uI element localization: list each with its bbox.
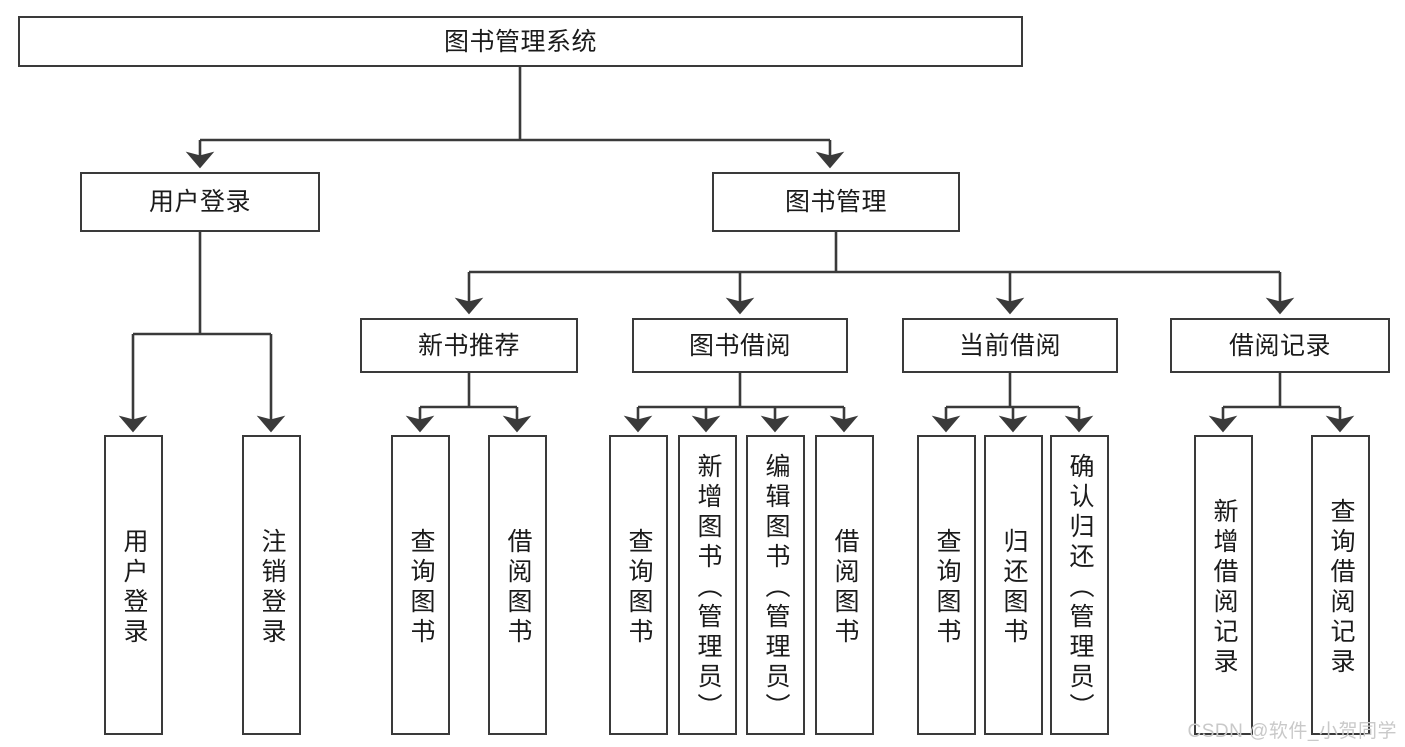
node-label: 确认归还（管理员） bbox=[1066, 453, 1094, 723]
node-book-borrow[interactable]: 图书借阅 bbox=[632, 318, 848, 373]
leaf-current-borrow-query[interactable]: 查询图书 bbox=[917, 435, 976, 735]
leaf-book-borrow-edit[interactable]: 编辑图书（管理员） bbox=[746, 435, 805, 735]
watermark: CSDN @软件_小贺同学 bbox=[1187, 721, 1397, 742]
node-label: 用户登录 bbox=[120, 528, 148, 648]
node-label: 编辑图书（管理员） bbox=[762, 453, 790, 723]
leaf-user-login-login[interactable]: 用户登录 bbox=[104, 435, 163, 735]
node-label: 借阅图书 bbox=[504, 528, 532, 648]
node-label: 用户登录 bbox=[148, 188, 251, 216]
node-label: 图书管理 bbox=[784, 188, 887, 216]
node-label: 查询借阅记录 bbox=[1327, 498, 1355, 678]
leaf-user-login-logout[interactable]: 注销登录 bbox=[242, 435, 301, 735]
node-label: 图书借阅 bbox=[688, 331, 791, 360]
node-label: 新增图书（管理员） bbox=[694, 453, 722, 723]
node-label: 查询图书 bbox=[407, 528, 435, 648]
leaf-book-borrow-query[interactable]: 查询图书 bbox=[609, 435, 668, 735]
node-label: 查询图书 bbox=[625, 528, 653, 648]
node-user-login[interactable]: 用户登录 bbox=[80, 172, 320, 232]
node-root-system[interactable]: 图书管理系统 bbox=[18, 16, 1023, 67]
leaf-current-borrow-return[interactable]: 归还图书 bbox=[984, 435, 1043, 735]
node-label: 新书推荐 bbox=[417, 331, 520, 360]
node-label: 当前借阅 bbox=[958, 331, 1061, 360]
leaf-borrow-record-query[interactable]: 查询借阅记录 bbox=[1311, 435, 1370, 735]
leaf-book-borrow-borrow[interactable]: 借阅图书 bbox=[815, 435, 874, 735]
node-label: 查询图书 bbox=[933, 528, 961, 648]
leaf-borrow-record-add[interactable]: 新增借阅记录 bbox=[1194, 435, 1253, 735]
leaf-current-borrow-confirm-return[interactable]: 确认归还（管理员） bbox=[1050, 435, 1109, 735]
node-label: 借阅图书 bbox=[831, 528, 859, 648]
node-label: 归还图书 bbox=[1000, 528, 1028, 648]
node-label: 新增借阅记录 bbox=[1210, 498, 1238, 678]
leaf-book-borrow-add[interactable]: 新增图书（管理员） bbox=[678, 435, 737, 735]
node-label: 借阅记录 bbox=[1228, 331, 1331, 360]
leaf-new-book-query[interactable]: 查询图书 bbox=[391, 435, 450, 735]
node-label: 图书管理系统 bbox=[443, 27, 597, 56]
node-borrow-record[interactable]: 借阅记录 bbox=[1170, 318, 1390, 373]
leaf-new-book-borrow[interactable]: 借阅图书 bbox=[488, 435, 547, 735]
node-label: 注销登录 bbox=[258, 528, 286, 648]
node-new-book-recommend[interactable]: 新书推荐 bbox=[360, 318, 578, 373]
node-book-management[interactable]: 图书管理 bbox=[712, 172, 960, 232]
node-current-borrow[interactable]: 当前借阅 bbox=[902, 318, 1118, 373]
